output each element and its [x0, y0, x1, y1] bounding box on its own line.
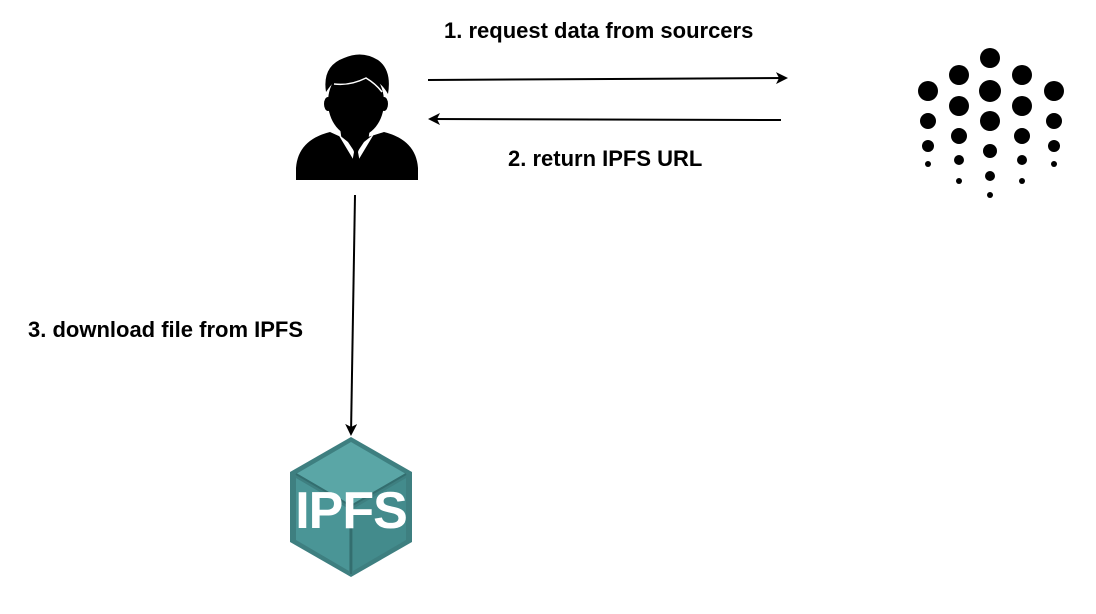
- logo-dot: [918, 81, 938, 101]
- step-2-label: 2. return IPFS URL: [508, 146, 702, 171]
- logo-dot: [1046, 113, 1062, 129]
- logo-dot: [1051, 161, 1057, 167]
- logo-dot: [980, 48, 1000, 68]
- arrow-download: [345, 194, 358, 436]
- logo-dot: [951, 128, 967, 144]
- logo-dot: [979, 80, 1001, 102]
- logo-dot: [1019, 178, 1025, 184]
- logo-dot: [983, 144, 997, 158]
- businessman-icon: [296, 54, 418, 180]
- logo-dot: [1012, 65, 1032, 85]
- logo-dot: [1012, 96, 1032, 116]
- logo-dot: [949, 96, 969, 116]
- logo-dot: [954, 155, 964, 165]
- logo-dot: [925, 161, 931, 167]
- step-3-label: 3. download file from IPFS: [28, 317, 303, 342]
- logo-dot: [1017, 155, 1027, 165]
- ipfs-cube-icon: IPFS: [290, 437, 412, 577]
- logo-dot: [956, 178, 962, 184]
- logo-dot: [922, 140, 934, 152]
- logo-dot: [1048, 140, 1060, 152]
- logo-dot: [949, 65, 969, 85]
- logo-dot: [920, 113, 936, 129]
- ipfs-label: IPFS: [295, 482, 407, 540]
- step-1-label: 1. request data from sourcers: [444, 18, 753, 43]
- arrow-request: [427, 72, 788, 85]
- logo-dot: [1014, 128, 1030, 144]
- logo-dot: [985, 171, 995, 181]
- arrow-return: [428, 113, 782, 126]
- logo-dot: [987, 192, 993, 198]
- dot-grid-logo-icon: [918, 48, 1064, 198]
- logo-dot: [1044, 81, 1064, 101]
- logo-dot: [980, 111, 1000, 131]
